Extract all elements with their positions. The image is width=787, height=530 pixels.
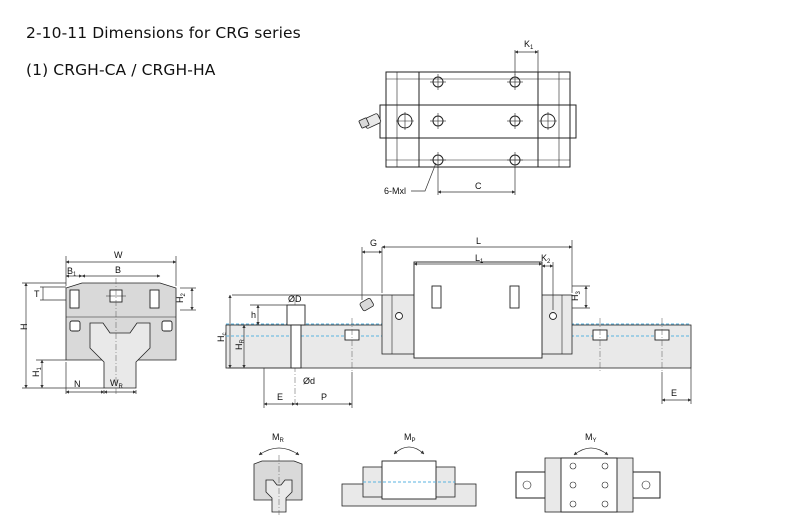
moment-my-diagram: MY [515,432,661,513]
model-title: (1) CRGH-CA / CRGH-HA [26,61,216,79]
grease-nipple-icon [358,113,382,129]
counterbore-hole [286,304,306,326]
p-label: P [321,392,327,402]
top-view: K1 C 6-Mxl [358,39,577,196]
e-right-label: E [671,388,677,398]
h-small-label: h [251,310,256,320]
e-left-label: E [277,392,283,402]
k1-label: K1 [524,39,534,51]
h2-label: H2 [175,293,187,304]
l1-label: L1 [475,253,484,265]
od-small-label: Ød [303,376,315,386]
h-label: H [19,324,29,331]
mxl-label: 6-Mxl [384,186,406,196]
moment-mp-diagram: MP [341,432,477,507]
mr-label: MR [272,432,285,444]
b1-label: B1 [67,266,77,278]
h1-label: H1 [31,367,43,378]
side-view: ØD Ød HR h Hc E P E G L L1 K2 [216,236,692,408]
t-label: T [34,289,40,299]
section-title: 2-10-11 Dimensions for CRG series [26,24,301,42]
my-label: MY [585,432,597,444]
top-view-rail [379,104,577,139]
l-label: L [476,236,481,246]
g-label: G [370,238,377,248]
h3-label: H3 [570,291,582,302]
moment-mr-diagram: MR [253,432,303,515]
front-view: T H2 W B1 B H H1 N WR [19,250,196,395]
hc-label: Hc [216,333,228,343]
w-label: W [114,250,123,260]
front-view-rail [89,322,151,389]
mp-label: MP [404,432,416,444]
mounting-hole-icon [397,76,556,166]
b-label: B [115,265,121,275]
n-label: N [74,379,81,389]
top-view-block [385,71,571,168]
grease-nipple-icon [359,298,374,312]
od-big-label: ØD [288,294,302,304]
k2-label: K2 [541,253,551,265]
hr-label: HR [234,339,246,351]
c-label: C [475,181,482,191]
wr-label: WR [110,378,124,390]
